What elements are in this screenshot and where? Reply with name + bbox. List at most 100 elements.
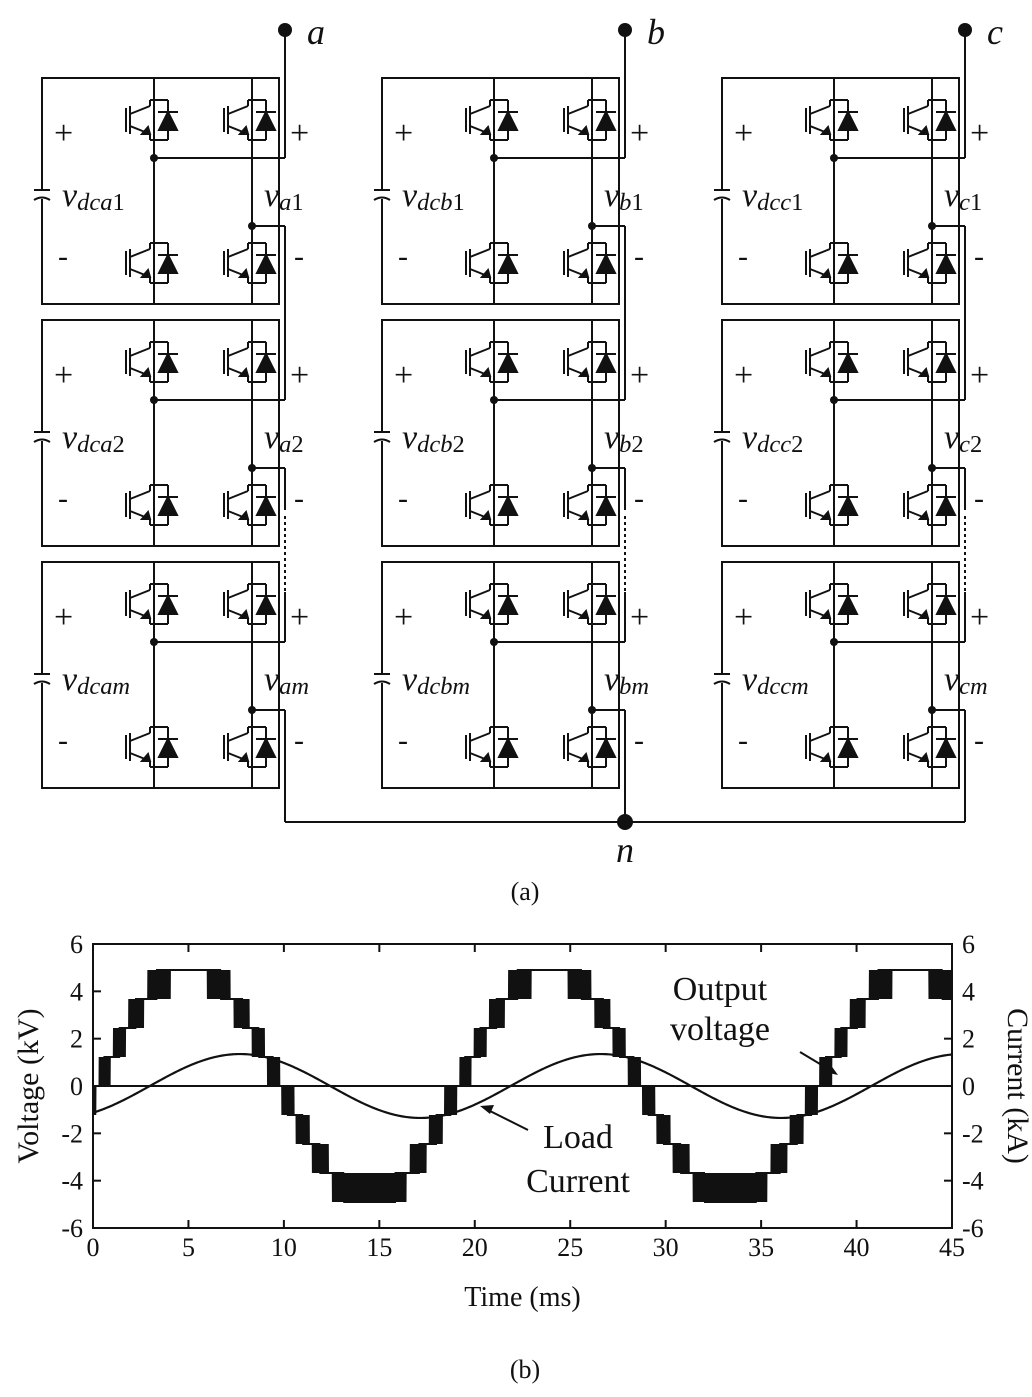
igbt-switch (223, 484, 277, 526)
igbt-switch (563, 583, 617, 625)
terminal-c (958, 23, 972, 37)
minus-sign: - (738, 724, 748, 757)
igbt-switch (563, 99, 617, 141)
capacitor-plate (33, 438, 51, 443)
x-tick-label: 5 (182, 1233, 195, 1262)
y-left-axis-label: Voltage (kV) (12, 1008, 45, 1163)
plus-sign: + (630, 599, 649, 636)
y-right-tick-label: -2 (962, 1119, 984, 1148)
igbt-switch (563, 341, 617, 383)
capacitor-plate (713, 438, 731, 443)
x-tick-label: 10 (271, 1233, 297, 1262)
capacitor-plate (33, 680, 51, 685)
x-tick-label: 40 (844, 1233, 870, 1262)
y-left-tick-label: 0 (70, 1072, 83, 1101)
minus-sign: - (398, 482, 408, 515)
minus-sign: - (398, 724, 408, 757)
igbt-switch (465, 341, 519, 383)
igbt-switch (125, 726, 179, 768)
terminal-label: c (987, 12, 1003, 52)
terminal-label: b (647, 12, 665, 52)
igbt-switch (805, 242, 859, 284)
cell-voltage-label: va1 (264, 177, 304, 216)
y-left-tick-label: 4 (70, 977, 83, 1006)
minus-sign: - (634, 724, 644, 757)
dc-voltage-label: vdcc1 (742, 177, 803, 216)
terminal-label: a (307, 12, 325, 52)
igbt-switch (563, 726, 617, 768)
plus-sign: + (970, 357, 989, 394)
annotation-arrow (799, 1051, 831, 1071)
igbt-switch (903, 99, 957, 141)
terminal-b (618, 23, 632, 37)
dc-voltage-label: vdcb1 (402, 177, 465, 216)
igbt-switch (805, 341, 859, 383)
capacitor-plate (373, 438, 391, 443)
igbt-switch (805, 484, 859, 526)
cell-voltage-label: vc2 (944, 419, 982, 458)
igbt-switch (903, 484, 957, 526)
igbt-switch (465, 484, 519, 526)
series-output-voltage (93, 969, 952, 1203)
plus-sign: + (290, 599, 309, 636)
igbt-switch (223, 726, 277, 768)
plus-sign: + (394, 115, 413, 152)
y-left-tick-label: -2 (61, 1119, 83, 1148)
minus-sign: - (974, 482, 984, 515)
igbt-switch (465, 583, 519, 625)
x-tick-label: 0 (87, 1233, 100, 1262)
minus-sign: - (58, 724, 68, 757)
y-right-tick-label: 0 (962, 1072, 975, 1101)
x-tick-label: 35 (748, 1233, 774, 1262)
dc-voltage-label: vdcc2 (742, 419, 803, 458)
circuit-caption: (a) (511, 877, 540, 906)
igbt-switch (903, 242, 957, 284)
igbt-switch (465, 99, 519, 141)
capacitor-plate (713, 196, 731, 201)
cell-voltage-label: vbm (604, 661, 649, 700)
neutral-label: n (616, 830, 634, 870)
igbt-switch (563, 242, 617, 284)
plus-sign: + (970, 115, 989, 152)
plus-sign: + (630, 115, 649, 152)
dc-voltage-label: vdca1 (62, 177, 125, 216)
x-tick-label: 20 (462, 1233, 488, 1262)
minus-sign: - (294, 482, 304, 515)
plus-sign: + (54, 599, 73, 636)
minus-sign: - (738, 482, 748, 515)
igbt-switch (125, 341, 179, 383)
x-tick-label: 15 (366, 1233, 392, 1262)
dc-voltage-label: vdcb2 (402, 419, 465, 458)
minus-sign: - (294, 240, 304, 273)
igbt-switch (223, 99, 277, 141)
capacitor-plate (33, 196, 51, 201)
y-left-tick-label: 2 (70, 1025, 83, 1054)
chart-caption: (b) (510, 1355, 540, 1384)
igbt-switch (223, 341, 277, 383)
plus-sign: + (290, 357, 309, 394)
plus-sign: + (630, 357, 649, 394)
capacitor-plate (373, 196, 391, 201)
dc-voltage-label: vdca2 (62, 419, 125, 458)
y-right-tick-label: -6 (962, 1214, 984, 1243)
igbt-switch (223, 242, 277, 284)
x-tick-label: 30 (653, 1233, 679, 1262)
plus-sign: + (394, 357, 413, 394)
y-right-tick-label: 6 (962, 930, 975, 959)
plus-sign: + (290, 115, 309, 152)
minus-sign: - (294, 724, 304, 757)
igbt-switch (805, 99, 859, 141)
plus-sign: + (54, 115, 73, 152)
x-tick-label: 45 (939, 1233, 965, 1262)
